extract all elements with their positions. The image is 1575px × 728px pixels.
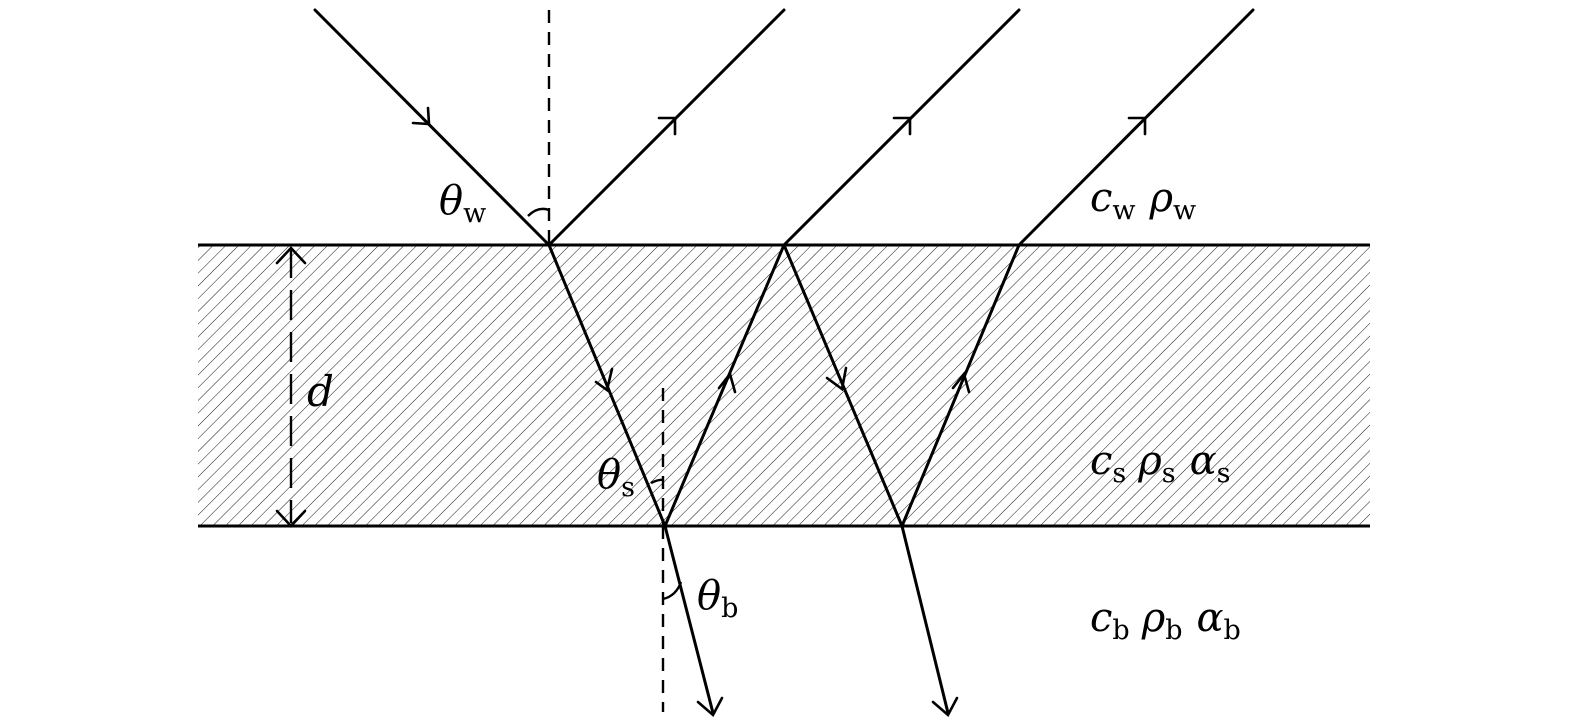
- arrowhead: [717, 371, 737, 394]
- arrowhead: [594, 367, 614, 393]
- reflected-ray-1: [547, 8, 786, 247]
- arrowhead: [411, 106, 431, 126]
- arrowhead: [657, 116, 677, 136]
- angle-arc-basement: [662, 581, 683, 601]
- ray-paths: [313, 8, 1255, 715]
- reflected-ray-3: [1017, 8, 1255, 247]
- theta-w-label: θw: [439, 178, 486, 229]
- reflected-ray-2: [782, 8, 1021, 247]
- reflected-up-2: [900, 243, 1021, 528]
- thickness-indicator: [275, 246, 307, 528]
- reflected-up-1: [663, 243, 786, 528]
- arrowhead: [951, 371, 971, 394]
- arrowhead: [1127, 116, 1147, 136]
- transmitted-ray-1: [663, 524, 715, 715]
- angle-arc-water: [527, 207, 550, 217]
- arrowhead: [931, 696, 959, 718]
- theta-b-label: θb: [697, 573, 738, 624]
- thickness-label: d: [307, 367, 334, 416]
- arrowhead: [825, 366, 848, 392]
- arrowhead: [892, 116, 912, 136]
- angle-arc-sediment: [650, 478, 664, 485]
- theta-s-label: θs: [597, 452, 635, 503]
- transmitted-ray-2: [900, 524, 950, 715]
- ray-arrowheads: [411, 106, 1147, 718]
- sediment-layer: [198, 245, 1370, 526]
- arrowhead: [696, 696, 724, 718]
- incident-ray: [313, 8, 551, 247]
